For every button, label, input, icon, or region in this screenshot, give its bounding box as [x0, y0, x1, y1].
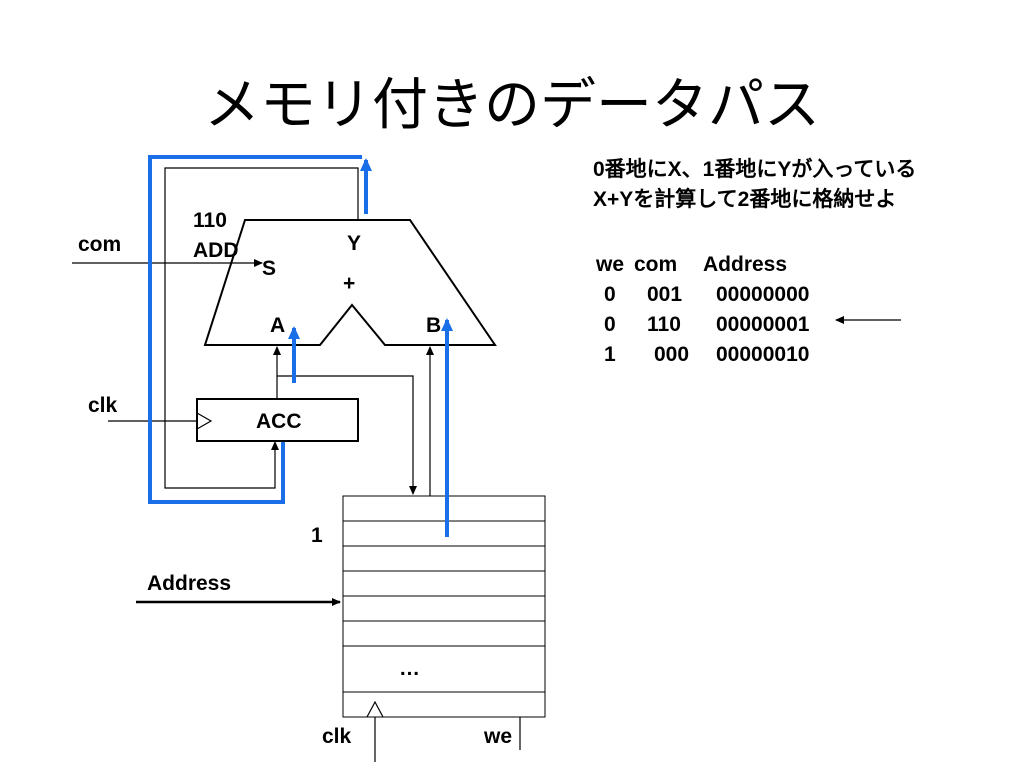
- table-cell-we: 1: [604, 343, 616, 366]
- alu-plus-label: +: [343, 272, 355, 295]
- alu-s-label: S: [262, 257, 276, 280]
- table-header-address: Address: [703, 253, 788, 276]
- memory-rows: [343, 520, 545, 693]
- alu-y-label: Y: [347, 232, 361, 255]
- table-cell-address: 00000001: [716, 313, 810, 336]
- address-label: Address: [147, 572, 231, 595]
- table-cell-com: 110: [647, 313, 681, 336]
- table-cell-we: 0: [604, 283, 616, 306]
- acc-label: ACC: [256, 410, 302, 433]
- mem-row-label: 1: [311, 524, 323, 547]
- mem-clock-triangle: [366, 700, 384, 718]
- alu-shape: [203, 219, 497, 346]
- we-label: we: [483, 725, 512, 748]
- table-cell-address: 00000010: [716, 343, 810, 366]
- mem-clk-label: clk: [322, 725, 352, 748]
- table-cell-address: 00000000: [716, 283, 810, 306]
- alu-a-label: A: [270, 314, 285, 337]
- acc-register: [196, 398, 359, 442]
- acc-to-mem-wire: [277, 375, 417, 495]
- table-cell-com: 001: [647, 283, 683, 306]
- alu-b-label: B: [426, 314, 441, 337]
- memory-ellipsis: …: [399, 657, 420, 680]
- acc-clk-label: clk: [88, 394, 118, 417]
- table-header-we: we: [596, 253, 625, 276]
- op-code-label: 110: [193, 209, 227, 232]
- com-label: com: [78, 233, 121, 256]
- table-header-com: com: [634, 253, 678, 276]
- highlight-feedback-path: [148, 155, 362, 504]
- acc-clock-triangle: [196, 412, 213, 430]
- table-cell-we: 0: [604, 313, 616, 336]
- op-name-label: ADD: [193, 239, 239, 262]
- task-description: 0番地にX、1番地にYが入っている X+Yを計算して2番地に格納せよ: [593, 155, 1013, 215]
- task-line-1: 0番地にX、1番地にYが入っている: [593, 158, 917, 181]
- feedback-wire: [164, 167, 359, 489]
- memory-block: [342, 495, 546, 718]
- page-title: メモリ付きのデータパス: [204, 73, 820, 138]
- table-cell-com: 000: [654, 343, 690, 366]
- task-line-2: X+Yを計算して2番地に格納せよ: [593, 188, 897, 211]
